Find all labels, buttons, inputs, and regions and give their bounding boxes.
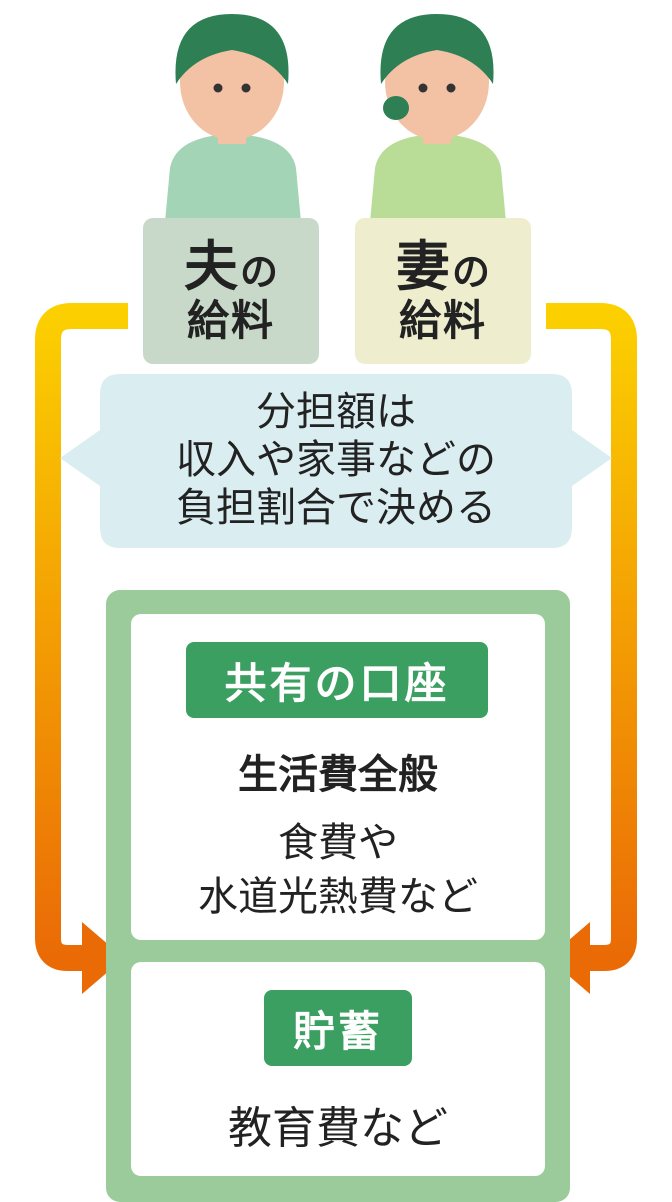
husband-figure: [165, 14, 301, 222]
people-illustration: [165, 14, 506, 222]
savings-detail: 教育費など: [228, 1103, 448, 1154]
husband-salary-label: 給料: [186, 296, 275, 345]
wife-label: 妻: [395, 235, 450, 298]
wife-label-particle: の: [451, 250, 490, 294]
wife-salary-box: 妻 の 給料: [355, 218, 531, 364]
shared-account-detail-2: 水道光熱費など: [198, 874, 478, 920]
wife-salary-label: 給料: [398, 296, 487, 345]
shared-account-tag: 共有の口座: [186, 642, 488, 718]
note-line-2: 収入や家事などの: [176, 437, 496, 483]
husband-salary-box: 夫 の 給料: [143, 218, 319, 364]
shared-account-detail-1: 食費や: [278, 820, 398, 866]
note-line-3: 負担割合で決める: [176, 485, 496, 531]
wife-figure: [370, 14, 506, 222]
husband-label-particle: の: [239, 250, 278, 294]
note-line-1: 分担額は: [256, 389, 416, 435]
savings-tag: 貯蓄: [264, 990, 412, 1066]
shared-account-heading: 生活費全般: [238, 752, 438, 798]
note-text: 分担額は 収入や家事などの 負担割合で決める: [112, 388, 560, 532]
left-flow-arrow: [35, 303, 128, 994]
husband-label: 夫: [183, 235, 238, 298]
